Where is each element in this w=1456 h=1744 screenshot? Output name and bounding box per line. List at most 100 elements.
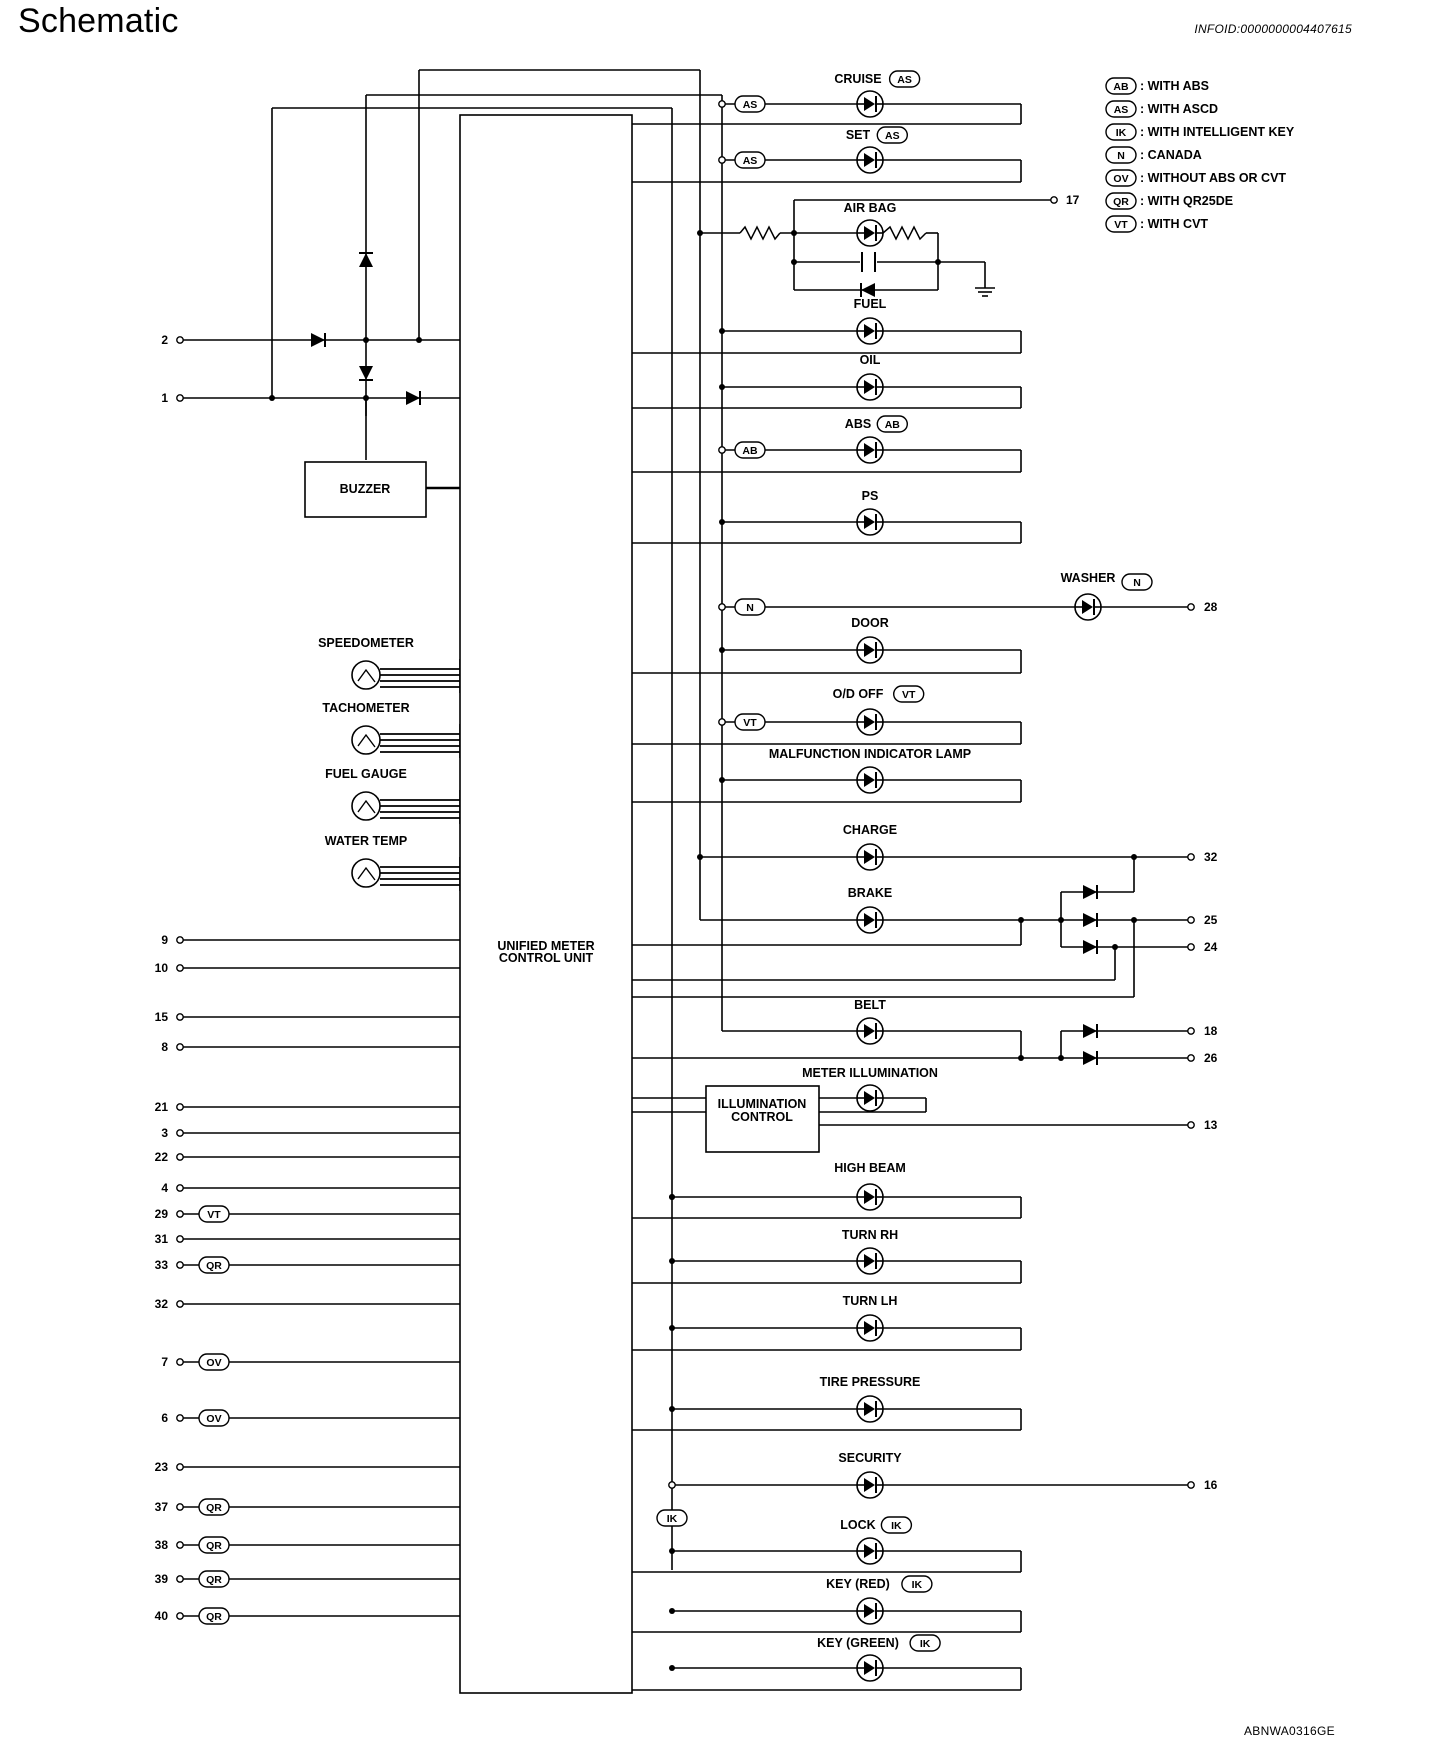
option-oval-text: AS bbox=[885, 130, 900, 142]
gauge-label: SPEEDOMETER bbox=[318, 636, 414, 650]
indicator-lamp-icon bbox=[856, 1597, 884, 1625]
indicator-lamp-icon bbox=[856, 1471, 884, 1499]
gauge-icon bbox=[351, 791, 381, 821]
option-oval-text: QR bbox=[206, 1502, 222, 1514]
pin-number: 22 bbox=[155, 1150, 169, 1164]
pin-terminal bbox=[176, 936, 184, 944]
indicator-label: TURN LH bbox=[843, 1294, 898, 1308]
info-id: INFOID:0000000004407615 bbox=[1194, 22, 1352, 36]
buzzer-label: BUZZER bbox=[340, 482, 391, 496]
pin-number: 28 bbox=[1204, 600, 1218, 614]
pin-terminal bbox=[1187, 1121, 1195, 1129]
legend-oval bbox=[1105, 169, 1137, 187]
junction-dot bbox=[1131, 854, 1137, 860]
junction-dot bbox=[669, 1258, 675, 1264]
indicator-lamp-icon bbox=[856, 219, 884, 247]
junction-dot bbox=[669, 1608, 675, 1614]
pin-terminal bbox=[176, 1210, 184, 1218]
pin-terminal bbox=[176, 1612, 184, 1620]
pin-number: 23 bbox=[155, 1460, 169, 1474]
buzzer-box bbox=[304, 461, 427, 518]
gauge-needle bbox=[357, 668, 376, 683]
junction-dot bbox=[1112, 944, 1118, 950]
bus-terminal bbox=[718, 603, 726, 611]
diode-icon bbox=[406, 391, 420, 405]
resistor-icon bbox=[882, 225, 927, 241]
bus-option-oval bbox=[734, 713, 766, 731]
gauge-needle bbox=[357, 799, 376, 814]
pin-terminal bbox=[1187, 603, 1195, 611]
indicator-label: ABS bbox=[845, 417, 871, 431]
bus-option-oval-text: VT bbox=[743, 717, 757, 729]
control-unit-label: CONTROL UNIT bbox=[499, 951, 594, 965]
pin-number: 2 bbox=[161, 333, 168, 347]
diode-arrow bbox=[864, 715, 875, 729]
option-oval bbox=[198, 1498, 230, 1516]
diode-arrow bbox=[864, 643, 875, 657]
pin-terminal bbox=[176, 1414, 184, 1422]
pin-number: 1 bbox=[161, 391, 168, 405]
pin-terminal bbox=[176, 1184, 184, 1192]
option-oval bbox=[198, 1409, 230, 1427]
pin-terminal bbox=[176, 1358, 184, 1366]
junction-dot bbox=[697, 230, 703, 236]
bus-terminal bbox=[718, 718, 726, 726]
bus-terminal bbox=[718, 446, 726, 454]
diode-arrow bbox=[864, 324, 875, 338]
junction-dot bbox=[363, 395, 369, 401]
option-oval bbox=[876, 126, 908, 144]
pin-number: 8 bbox=[161, 1040, 168, 1054]
pin-number: 15 bbox=[155, 1010, 169, 1024]
option-oval-text: OV bbox=[206, 1357, 221, 1369]
indicator-lamp-icon bbox=[856, 1183, 884, 1211]
gauge-label: WATER TEMP bbox=[325, 834, 407, 848]
resistor-icon bbox=[739, 225, 781, 241]
bus-option-oval bbox=[734, 598, 766, 616]
diode-arrow bbox=[864, 913, 875, 927]
legend-oval-text: VT bbox=[1114, 219, 1128, 231]
diode-arrow bbox=[864, 97, 875, 111]
junction-dot bbox=[669, 1665, 675, 1671]
option-oval bbox=[888, 70, 921, 88]
diode-arrow bbox=[864, 1254, 875, 1268]
option-oval bbox=[198, 1256, 230, 1274]
bus-option-oval bbox=[656, 1509, 688, 1527]
legend-text: : WITH QR25DE bbox=[1140, 194, 1233, 208]
pin-number: 21 bbox=[155, 1100, 169, 1114]
pin-terminal bbox=[176, 1129, 184, 1137]
indicator-lamp-icon bbox=[856, 636, 884, 664]
legend-oval bbox=[1105, 215, 1137, 233]
bus-option-oval-text: AS bbox=[743, 99, 758, 111]
option-oval-text: VT bbox=[902, 689, 916, 701]
junction-dot bbox=[1018, 917, 1024, 923]
junction-dot bbox=[669, 1194, 675, 1200]
diode-arrow bbox=[864, 380, 875, 394]
pin-number: 17 bbox=[1066, 193, 1080, 207]
pin-terminal bbox=[176, 964, 184, 972]
legend-text: : WITH INTELLIGENT KEY bbox=[1140, 125, 1295, 139]
indicator-lamp-icon bbox=[856, 317, 884, 345]
pin-terminal bbox=[1050, 196, 1058, 204]
illumination-control-label: CONTROL bbox=[731, 1110, 793, 1124]
diode-arrow bbox=[864, 1544, 875, 1558]
option-oval-text: IK bbox=[920, 1638, 931, 1650]
pin-terminal bbox=[176, 1043, 184, 1051]
indicator-label: CRUISE bbox=[834, 72, 881, 86]
pin-number: 37 bbox=[155, 1500, 169, 1514]
junction-dot bbox=[363, 337, 369, 343]
pin-terminal bbox=[176, 1300, 184, 1308]
bus-terminal bbox=[718, 100, 726, 108]
bus-option-oval-text: N bbox=[746, 602, 754, 614]
option-oval-text: AB bbox=[885, 419, 901, 431]
pin-number: 16 bbox=[1204, 1478, 1218, 1492]
option-oval-text: IK bbox=[912, 1579, 923, 1591]
pin-terminal bbox=[176, 336, 184, 344]
option-oval-text: QR bbox=[206, 1540, 222, 1552]
indicator-label: MALFUNCTION INDICATOR LAMP bbox=[769, 747, 971, 761]
diode-arrow bbox=[864, 1604, 875, 1618]
junction-dot bbox=[791, 230, 797, 236]
option-oval bbox=[198, 1607, 230, 1625]
legend-oval bbox=[1105, 123, 1137, 141]
pin-number: 13 bbox=[1204, 1118, 1218, 1132]
option-oval-text: AS bbox=[897, 74, 912, 86]
